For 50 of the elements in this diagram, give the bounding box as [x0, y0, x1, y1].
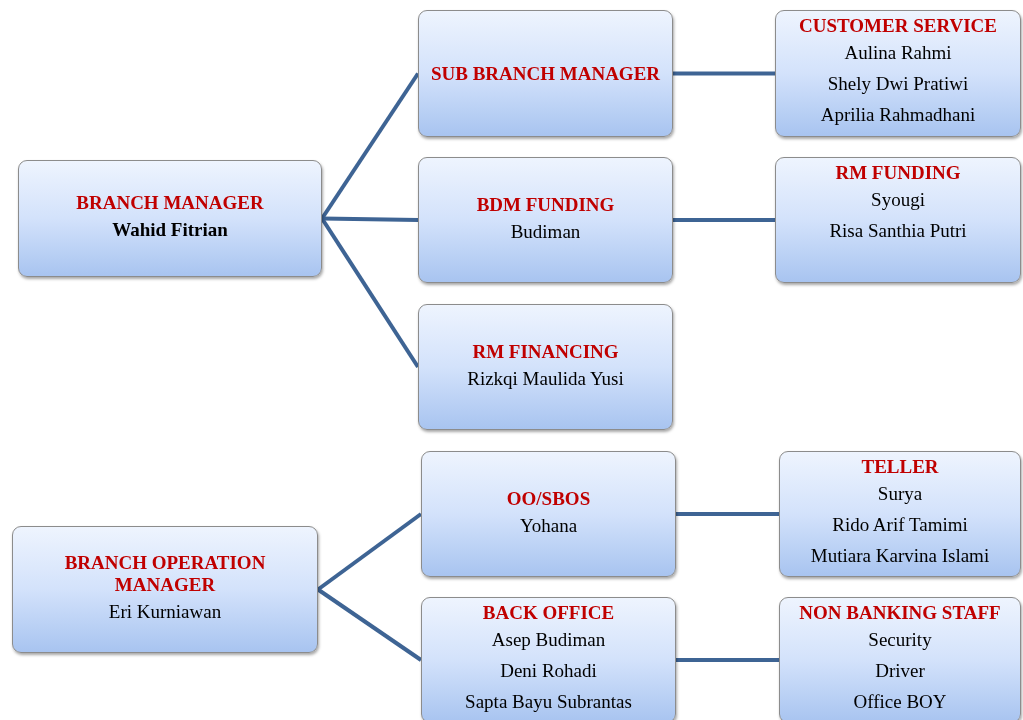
org-box	[421, 451, 676, 577]
person-name: Driver	[875, 659, 925, 683]
connector-line	[676, 512, 779, 516]
connector-line	[316, 587, 423, 662]
person-name: Office BOY	[853, 690, 947, 714]
person-name: Aprilia Rahmadhani	[820, 103, 976, 127]
person-name: Security	[868, 628, 932, 652]
person-name: Budiman	[510, 219, 581, 244]
connector-line	[321, 216, 419, 222]
org-box	[779, 451, 1021, 577]
person-name: Deni Rohadi	[500, 659, 597, 683]
role-title: TELLER	[861, 456, 939, 478]
org-box	[779, 597, 1021, 720]
connector-line	[320, 217, 420, 369]
person-name: Aulina Rahmi	[844, 41, 952, 65]
person-name: Mutiara Karvina Islami	[810, 544, 990, 568]
connector-line	[676, 658, 779, 662]
role-title: BRANCH MANAGER	[76, 192, 264, 214]
org-box	[18, 160, 322, 277]
org-box	[418, 304, 673, 430]
connector-line	[673, 218, 775, 222]
person-name: Yohana	[519, 513, 578, 538]
person-name: Surya	[877, 482, 923, 506]
person-name: Eri Kurniawan	[108, 600, 222, 624]
role-title: OO/SBOS	[506, 487, 591, 510]
role-title: NON BANKING STAFF	[799, 602, 1001, 624]
org-box	[775, 10, 1021, 137]
person-name: Risa Santhia Putri	[829, 219, 967, 243]
person-name: Rizkqi Maulida Yusi	[467, 366, 624, 391]
person-name: Wahid Fitrian	[112, 218, 228, 242]
role-title: CUSTOMER SERVICE	[799, 15, 997, 37]
connector-line	[316, 512, 423, 592]
person-name: Syougi	[871, 188, 925, 212]
role-title: RM FUNDING	[835, 162, 961, 184]
role-title: BACK OFFICE	[482, 602, 615, 624]
org-box	[418, 157, 673, 283]
connector-line	[673, 71, 775, 76]
org-box	[421, 597, 676, 720]
role-title: BDM FUNDING	[476, 193, 615, 216]
person-name: Shely Dwi Pratiwi	[827, 72, 969, 96]
role-title: RM FINANCING	[472, 340, 619, 363]
connector-line	[320, 72, 420, 220]
org-box	[775, 157, 1021, 283]
org-box	[12, 526, 318, 653]
person-name: Asep Budiman	[491, 628, 606, 652]
role-title: BRANCH OPERATION MANAGER	[63, 552, 267, 596]
person-name: Sapta Bayu Subrantas	[465, 690, 632, 714]
role-title: SUB BRANCH MANAGER	[430, 62, 661, 85]
org-box	[418, 10, 673, 137]
person-name: Rido Arif Tamimi	[832, 513, 968, 537]
